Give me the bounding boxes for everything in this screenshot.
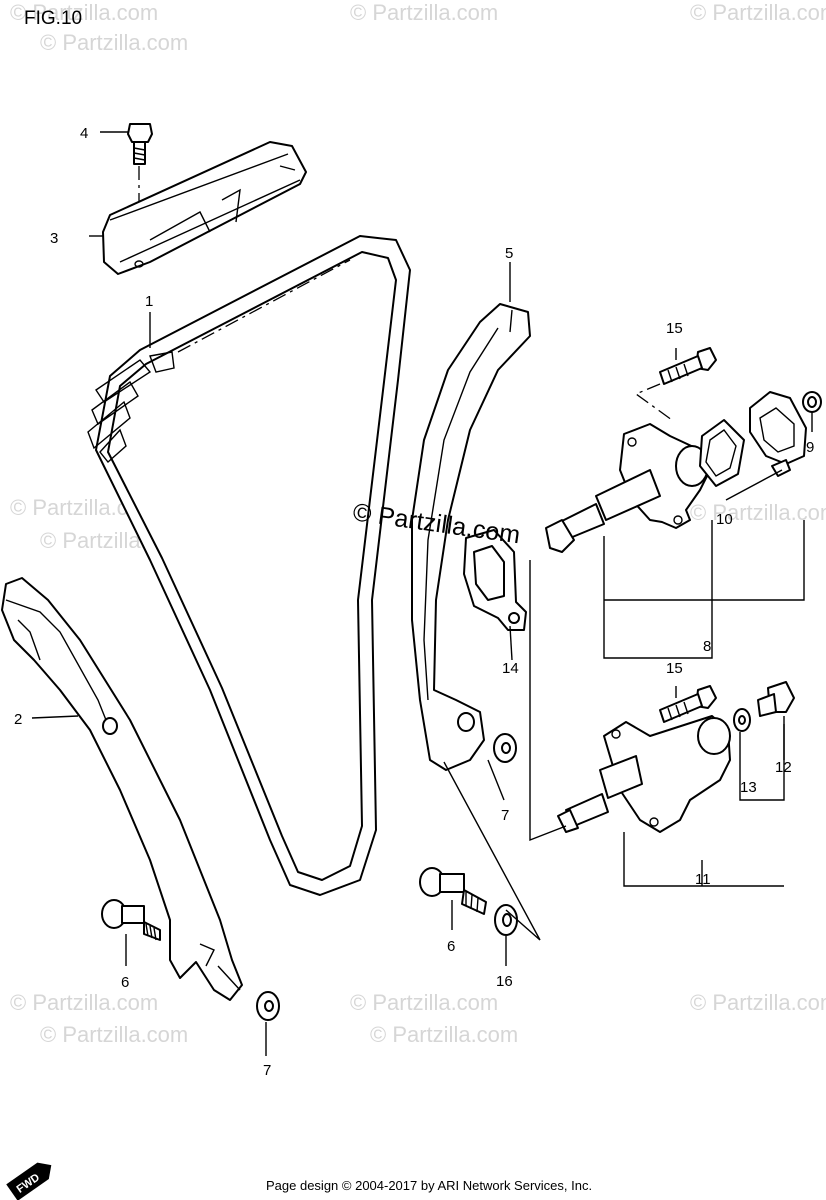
part-6-bolt-a[interactable] xyxy=(101,899,161,941)
callout-10: 10 xyxy=(716,511,733,528)
callout-7b: 7 xyxy=(501,807,509,824)
watermark: © Partzilla.com xyxy=(370,1022,518,1047)
part-3-top-guide[interactable] xyxy=(102,141,307,275)
part-12-bolt[interactable] xyxy=(757,681,795,717)
part-13-washer[interactable] xyxy=(733,708,751,732)
callout-16: 16 xyxy=(496,973,513,990)
chain-break xyxy=(177,259,351,353)
callout-15a: 15 xyxy=(666,320,683,337)
callout-6a: 6 xyxy=(121,974,129,991)
footer-copyright: Page design © 2004-2017 by ARI Network S… xyxy=(266,1178,592,1193)
callout-6b: 6 xyxy=(447,938,455,955)
callouts: 1 2 3 4 5 6 6 7 7 8 9 10 11 12 13 14 15 … xyxy=(14,125,814,1079)
watermark: © Partzilla.com xyxy=(690,500,826,525)
callout-2: 2 xyxy=(14,711,22,728)
callout-4: 4 xyxy=(80,125,88,142)
watermark: © Partzilla.com xyxy=(10,0,158,25)
part-8-tensioner-assy[interactable] xyxy=(545,423,711,553)
callout-13: 13 xyxy=(740,779,757,796)
watermark: © Partzilla.com xyxy=(350,0,498,25)
part-4-bolt[interactable] xyxy=(127,123,153,165)
leader-line xyxy=(443,761,541,941)
part-2-front-guide[interactable] xyxy=(1,577,243,1001)
callout-3: 3 xyxy=(50,230,58,247)
leader-lines xyxy=(31,131,813,1056)
callout-9: 9 xyxy=(806,439,814,456)
part-1-cam-chain[interactable] xyxy=(87,235,411,896)
part-5-tension-guide[interactable] xyxy=(411,303,531,771)
part-16-washer[interactable] xyxy=(494,904,518,936)
part-10-gasket[interactable] xyxy=(699,419,745,487)
watermark: © Partzilla.com xyxy=(690,0,826,25)
part-7-washer-b[interactable] xyxy=(493,733,517,763)
watermark: © Partzilla.com xyxy=(10,990,158,1015)
callout-12: 12 xyxy=(775,759,792,776)
watermark: © Partzilla.com xyxy=(40,30,188,55)
watermark: © Partzilla.com xyxy=(350,990,498,1015)
part-7-washer-a[interactable] xyxy=(256,991,280,1021)
watermark: © Partzilla.com xyxy=(40,1022,188,1047)
callout-15b: 15 xyxy=(666,660,683,677)
part-9-screw[interactable] xyxy=(802,391,822,413)
callout-5: 5 xyxy=(505,245,513,262)
leader-dash xyxy=(634,383,673,421)
fwd-arrow-icon: FWD xyxy=(6,1162,52,1200)
callout-8: 8 xyxy=(703,638,711,655)
part-14-gasket[interactable] xyxy=(463,529,527,631)
part-6-bolt-b[interactable] xyxy=(419,867,487,915)
callout-11: 11 xyxy=(695,871,711,888)
part-10-cap[interactable] xyxy=(749,391,807,477)
watermark: © Partzilla.com xyxy=(690,990,826,1015)
callout-7a: 7 xyxy=(263,1062,271,1079)
part-15-bolt-b[interactable] xyxy=(659,685,717,723)
part-15-bolt-a[interactable] xyxy=(659,347,717,385)
callout-1: 1 xyxy=(145,293,153,310)
callout-14: 14 xyxy=(502,660,519,677)
figure-title: FIG.10 xyxy=(24,8,82,29)
part-11-tensioner-assy[interactable] xyxy=(557,715,731,833)
